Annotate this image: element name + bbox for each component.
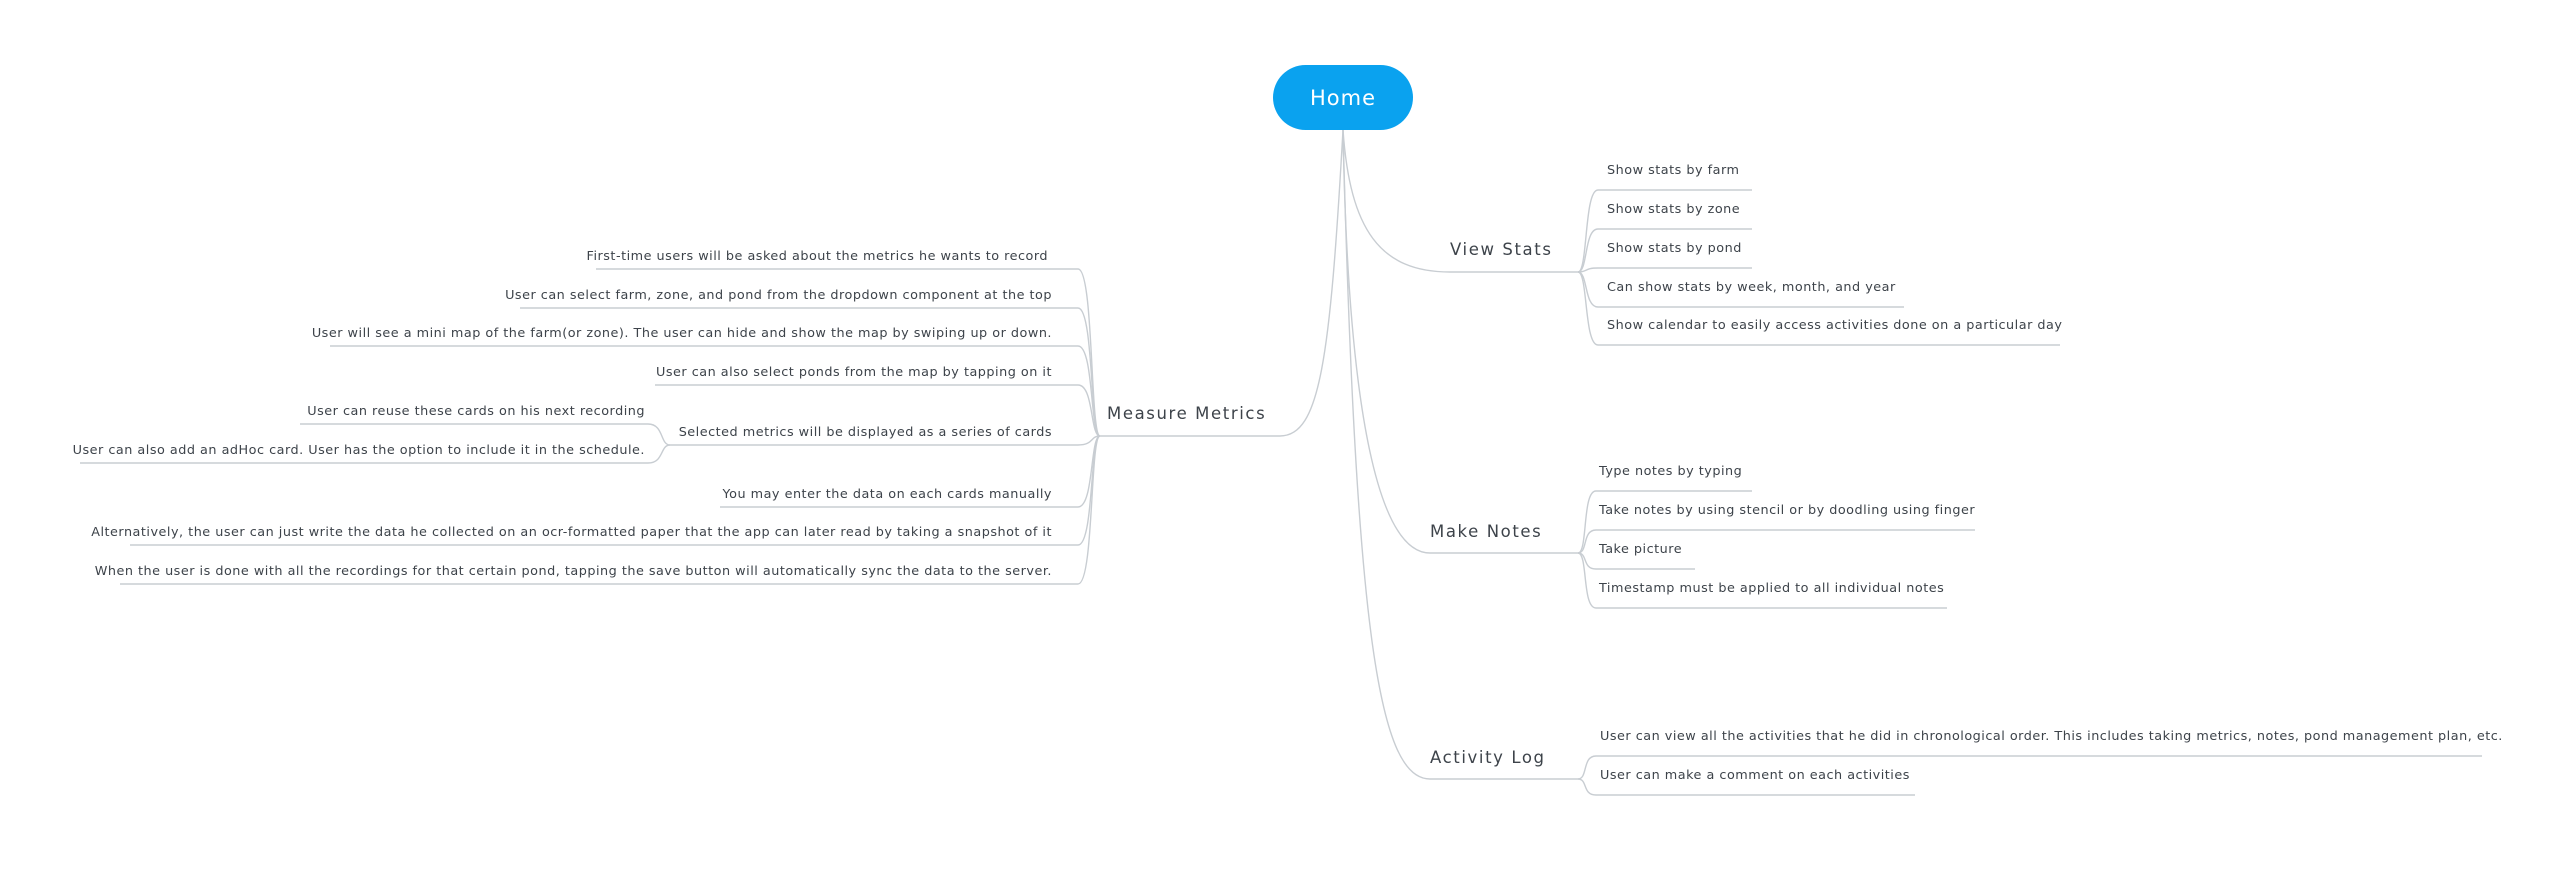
branch-activity-log[interactable]: Activity Log bbox=[1430, 748, 1546, 767]
measure-metrics-item[interactable]: First-time users will be asked about the… bbox=[586, 249, 1048, 264]
connector-measure-metrics-subitem bbox=[300, 423, 671, 446]
view-stats-item[interactable]: Can show stats by week, month, and year bbox=[1607, 280, 1896, 295]
measure-metrics-item[interactable]: When the user is done with all the recor… bbox=[94, 564, 1052, 579]
make-notes-item[interactable]: Take picture bbox=[1599, 542, 1683, 557]
branch-measure-metrics[interactable]: Measure Metrics bbox=[1107, 404, 1267, 423]
connector-make-notes-item bbox=[1577, 552, 1947, 609]
connector-measure-metrics bbox=[1100, 129, 1344, 437]
connector-make-notes-item bbox=[1577, 529, 1975, 554]
view-stats-item[interactable]: Show calendar to easily access activitie… bbox=[1607, 318, 2063, 333]
view-stats-item[interactable]: Show stats by zone bbox=[1607, 202, 1741, 217]
connector-measure-metrics-item bbox=[330, 345, 1101, 437]
connector-view-stats bbox=[1342, 129, 1578, 273]
measure-metrics-item[interactable]: User can select farm, zone, and pond fro… bbox=[505, 288, 1052, 303]
measure-metrics-subitem[interactable]: User can reuse these cards on his next r… bbox=[307, 404, 645, 419]
connector-view-stats-item bbox=[1577, 189, 1752, 273]
connector-measure-metrics-subitem bbox=[80, 444, 671, 464]
view-stats-item[interactable]: Show stats by farm bbox=[1607, 163, 1740, 178]
activity-log-item[interactable]: User can view all the activities that he… bbox=[1600, 729, 2503, 744]
connector-make-notes-item bbox=[1577, 490, 1752, 554]
branch-make-notes[interactable]: Make Notes bbox=[1430, 522, 1543, 541]
branch-view-stats[interactable]: View Stats bbox=[1450, 240, 1553, 259]
connector-view-stats-item bbox=[1577, 267, 1752, 273]
measure-metrics-item[interactable]: Alternatively, the user can just write t… bbox=[91, 525, 1052, 540]
make-notes-item[interactable]: Timestamp must be applied to all individ… bbox=[1599, 581, 1945, 596]
make-notes-item[interactable]: Type notes by typing bbox=[1599, 464, 1743, 479]
connector-activity-log-item bbox=[1577, 778, 1915, 796]
measure-metrics-item[interactable]: User will see a mini map of the farm(or … bbox=[311, 326, 1052, 341]
connector-activity-log bbox=[1342, 129, 1578, 780]
connector-view-stats-item bbox=[1577, 271, 2060, 346]
measure-metrics-subitem[interactable]: User can also add an adHoc card. User ha… bbox=[72, 443, 645, 458]
make-notes-item[interactable]: Take notes by using stencil or by doodli… bbox=[1599, 503, 1976, 518]
activity-log-item[interactable]: User can make a comment on each activiti… bbox=[1600, 768, 1910, 783]
connector-view-stats-item bbox=[1577, 228, 1752, 273]
root-node-home[interactable]: Home bbox=[1273, 65, 1413, 130]
measure-metrics-item[interactable]: Selected metrics will be displayed as a … bbox=[678, 425, 1052, 440]
connector-make-notes bbox=[1342, 129, 1578, 554]
view-stats-item[interactable]: Show stats by pond bbox=[1607, 241, 1742, 256]
connector-activity-log-item bbox=[1577, 755, 2482, 780]
connector-measure-metrics-item bbox=[120, 435, 1101, 585]
connector-measure-metrics-item bbox=[655, 384, 1101, 437]
measure-metrics-item[interactable]: User can also select ponds from the map … bbox=[656, 365, 1052, 380]
measure-metrics-item[interactable]: You may enter the data on each cards man… bbox=[722, 487, 1052, 502]
connector-measure-metrics-item bbox=[670, 435, 1101, 446]
